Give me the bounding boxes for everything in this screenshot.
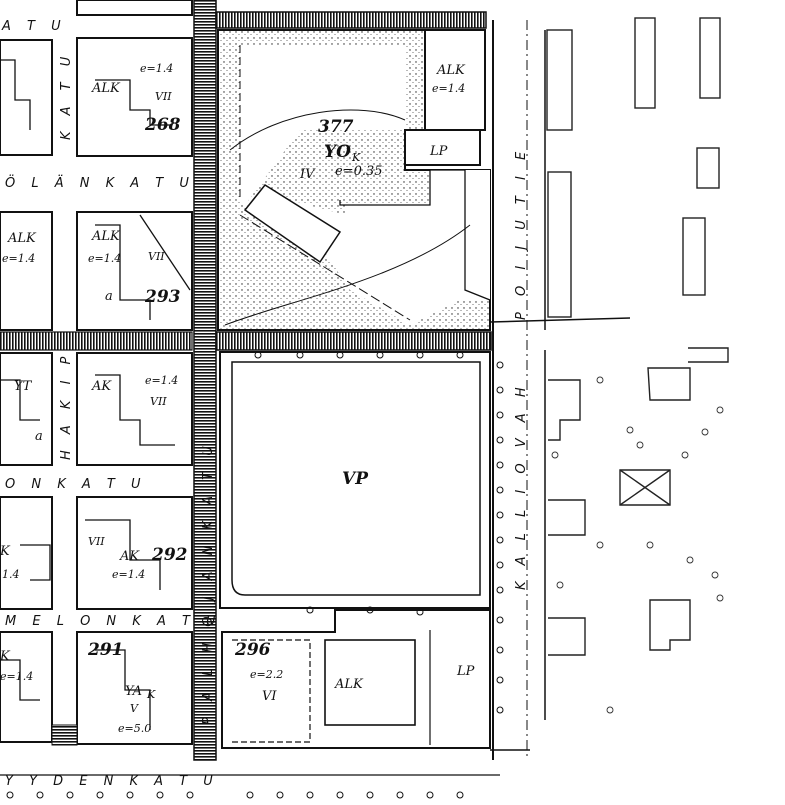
block-291-efficiency: e=5.0: [118, 722, 151, 735]
street-label-kalliovah: K A L L I O V A H: [514, 381, 529, 590]
road-horizontal-top: [215, 11, 487, 29]
street-label-olankatu: Ö L Ä N K A T U: [5, 174, 195, 191]
block-296: [221, 609, 491, 749]
block-296-efficiency: e=2.2: [250, 668, 283, 681]
block-268-zone: ALK: [91, 81, 121, 96]
block-293-floors: VII: [148, 250, 165, 263]
block-291-zone: YA: [125, 684, 142, 699]
left-ak-eff-label: e=1.4: [145, 374, 178, 387]
block-296-floors: VI: [262, 689, 277, 704]
block-377: [217, 29, 491, 331]
block-291-floors: V: [130, 702, 139, 715]
block-377-zone: YO: [324, 142, 351, 162]
street-label-bottom: Y Y D E N K A T U: [5, 774, 219, 789]
middle-left-blocks: [76, 0, 193, 745]
block-377-number: 377: [318, 117, 354, 137]
street-label-vertical-left: K A T U: [59, 51, 74, 140]
block-291-number: 291: [87, 640, 124, 660]
park-label: VP: [342, 469, 369, 489]
left-a-label: a: [35, 429, 43, 444]
left-k-eff-label: e=1.4: [0, 670, 33, 683]
left-alk-eff-label: e=1.4: [2, 252, 35, 265]
block-296-zone: ALK: [334, 677, 364, 692]
block-268-number: 268: [144, 115, 181, 135]
street-label-poijutie: P O I J U T I E: [514, 146, 529, 320]
street-label-top: A T U: [1, 19, 67, 34]
block-293-number: 293: [144, 287, 181, 307]
block-268-floors: VII: [155, 90, 172, 103]
block-292-floors: VII: [88, 535, 105, 548]
park-area: [219, 351, 504, 714]
block-a-label: a: [105, 289, 113, 304]
street-label-melonkatu: M E L O N K A T U: [5, 614, 222, 629]
right-corridor: [489, 20, 631, 760]
street-label-middle: O N K A T U: [5, 477, 147, 492]
block-377-efficiency: e=0.35: [335, 164, 383, 179]
street-label-palhojankatu: P A L H O J A N K A T U: [201, 440, 216, 725]
block-291-zone-sub: K: [146, 688, 156, 701]
left-k-label: K: [0, 649, 11, 664]
street-label-hakip: H A K I P: [59, 351, 74, 460]
top-right-eff-label: e=1.4: [432, 82, 465, 95]
existing-buildings: [546, 17, 729, 656]
left-blocks: [0, 39, 53, 743]
road-vertical-main: [193, 0, 217, 761]
parking-top-label: LP: [429, 144, 448, 159]
bottom-left-eff-label: 1.4: [2, 568, 20, 581]
block-292-efficiency: e=1.4: [112, 568, 145, 581]
left-floors-label: VII: [150, 395, 167, 408]
parking-bottom-label: LP: [456, 664, 475, 679]
left-ak-label: AK: [91, 379, 112, 394]
left-alk-label: ALK: [7, 231, 37, 246]
bottom-left-zone-label: K: [0, 544, 11, 559]
left-yt-label: YT: [14, 379, 33, 394]
block-377-floors: IV: [299, 167, 316, 182]
block-377-zone-sub: K: [351, 151, 361, 164]
block-292-zone: AK: [119, 549, 140, 564]
top-right-zone-label: ALK: [436, 63, 466, 78]
road-horizontal-mid: [215, 331, 492, 351]
block-268-efficiency: e=1.4: [140, 62, 173, 75]
block-296-number: 296: [234, 640, 271, 660]
block-292-number: 292: [151, 545, 188, 565]
block-293-efficiency: e=1.4: [88, 252, 121, 265]
block-293-zone: ALK: [91, 229, 121, 244]
